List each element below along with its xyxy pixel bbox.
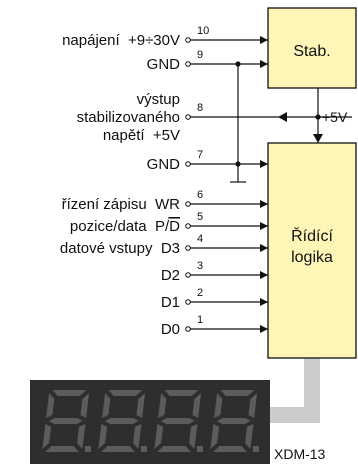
digit-4-segment-g	[216, 418, 251, 424]
digit-4-segment-d	[213, 446, 247, 452]
arrows	[260, 36, 323, 333]
pin-label-d0: D0	[161, 321, 180, 338]
digit-2-segment-a	[108, 390, 143, 396]
digit-1-segment-a	[52, 390, 87, 396]
pin-number-9: 9	[197, 49, 203, 61]
logic-block	[267, 142, 357, 359]
digit-3-segment-f	[158, 393, 167, 418]
digit-2-segment-d	[101, 446, 135, 452]
digit-3-segment-d	[157, 446, 191, 452]
digit-1-segment-g	[48, 418, 83, 424]
digit-4-segment-c	[245, 424, 254, 449]
pin-wires	[190, 39, 352, 330]
pin-label-position-data-overline: D	[169, 218, 180, 235]
pin-number-7: 7	[197, 149, 203, 161]
digit-1-segment-f	[46, 393, 55, 418]
digit-2-segment-e	[98, 424, 107, 449]
digit-1-segment-e	[42, 424, 51, 449]
digit-1-segment-c	[77, 424, 86, 449]
digit-1-segment-d	[45, 446, 79, 452]
module-label: XDM-13	[274, 446, 326, 462]
digit-4-segment-f	[214, 393, 223, 418]
pin-number-10: 10	[197, 25, 209, 37]
digit-2-decimal-point	[141, 446, 147, 452]
pin-label-gnd-9: GND	[147, 56, 181, 73]
digit-3-segment-b	[192, 393, 202, 418]
digit-2-segment-f	[102, 393, 111, 418]
pin-label-5v-line2: stabilizovaného	[77, 109, 180, 126]
pin-number-1: 1	[197, 314, 203, 326]
pin-number-6: 6	[197, 189, 203, 201]
digit-1-segment-b	[80, 393, 90, 418]
pin-label-gnd-7: GND	[147, 156, 181, 173]
digit-4-decimal-point	[253, 446, 259, 452]
pin-label-d2: D2	[161, 267, 180, 284]
pin-number-8: 8	[197, 102, 203, 114]
digit-2-segment-c	[133, 424, 142, 449]
seven-segment-digits	[42, 390, 259, 452]
supply-label: +5V	[322, 109, 348, 125]
digit-4-segment-e	[210, 424, 219, 449]
pin-label-position-data: pozice/data P/D	[70, 218, 180, 235]
pin-label-supply: napájení +9÷30V	[62, 32, 180, 49]
pin-number-5: 5	[197, 211, 203, 223]
digit-4-segment-a	[220, 390, 255, 396]
pin-number-3: 3	[197, 260, 203, 272]
digit-4-segment-b	[248, 393, 258, 418]
digit-3-segment-c	[189, 424, 198, 449]
pin-number-2: 2	[197, 287, 203, 299]
logic-block-label-line2: logika	[291, 249, 333, 266]
digit-2-segment-b	[136, 393, 146, 418]
digit-3-segment-e	[154, 424, 163, 449]
stab-block-label: Stab.	[293, 43, 330, 60]
stab-block	[267, 7, 357, 89]
digit-3-segment-a	[164, 390, 199, 396]
logic-block-label-line1: Řídící	[291, 226, 333, 245]
pin-terminals	[185, 37, 191, 332]
pin-number-4: 4	[197, 233, 203, 245]
digit-3-decimal-point	[197, 446, 203, 452]
pin-label-5v-line3: napětí +5V	[103, 127, 180, 144]
pin-label-d3: datové vstupy D3	[60, 240, 180, 257]
pin-label-5v-line1: výstup	[137, 91, 180, 108]
pin-label-position-data-prefix: pozice/data P/	[70, 218, 170, 235]
junction-dots	[235, 61, 321, 167]
digit-2-segment-g	[104, 418, 139, 424]
digit-3-segment-g	[160, 418, 195, 424]
pin-label-d1: D1	[161, 294, 180, 311]
digit-1-decimal-point	[85, 446, 91, 452]
pin-label-wr: řízení zápisu WR	[62, 196, 181, 213]
connector-band	[270, 358, 320, 423]
